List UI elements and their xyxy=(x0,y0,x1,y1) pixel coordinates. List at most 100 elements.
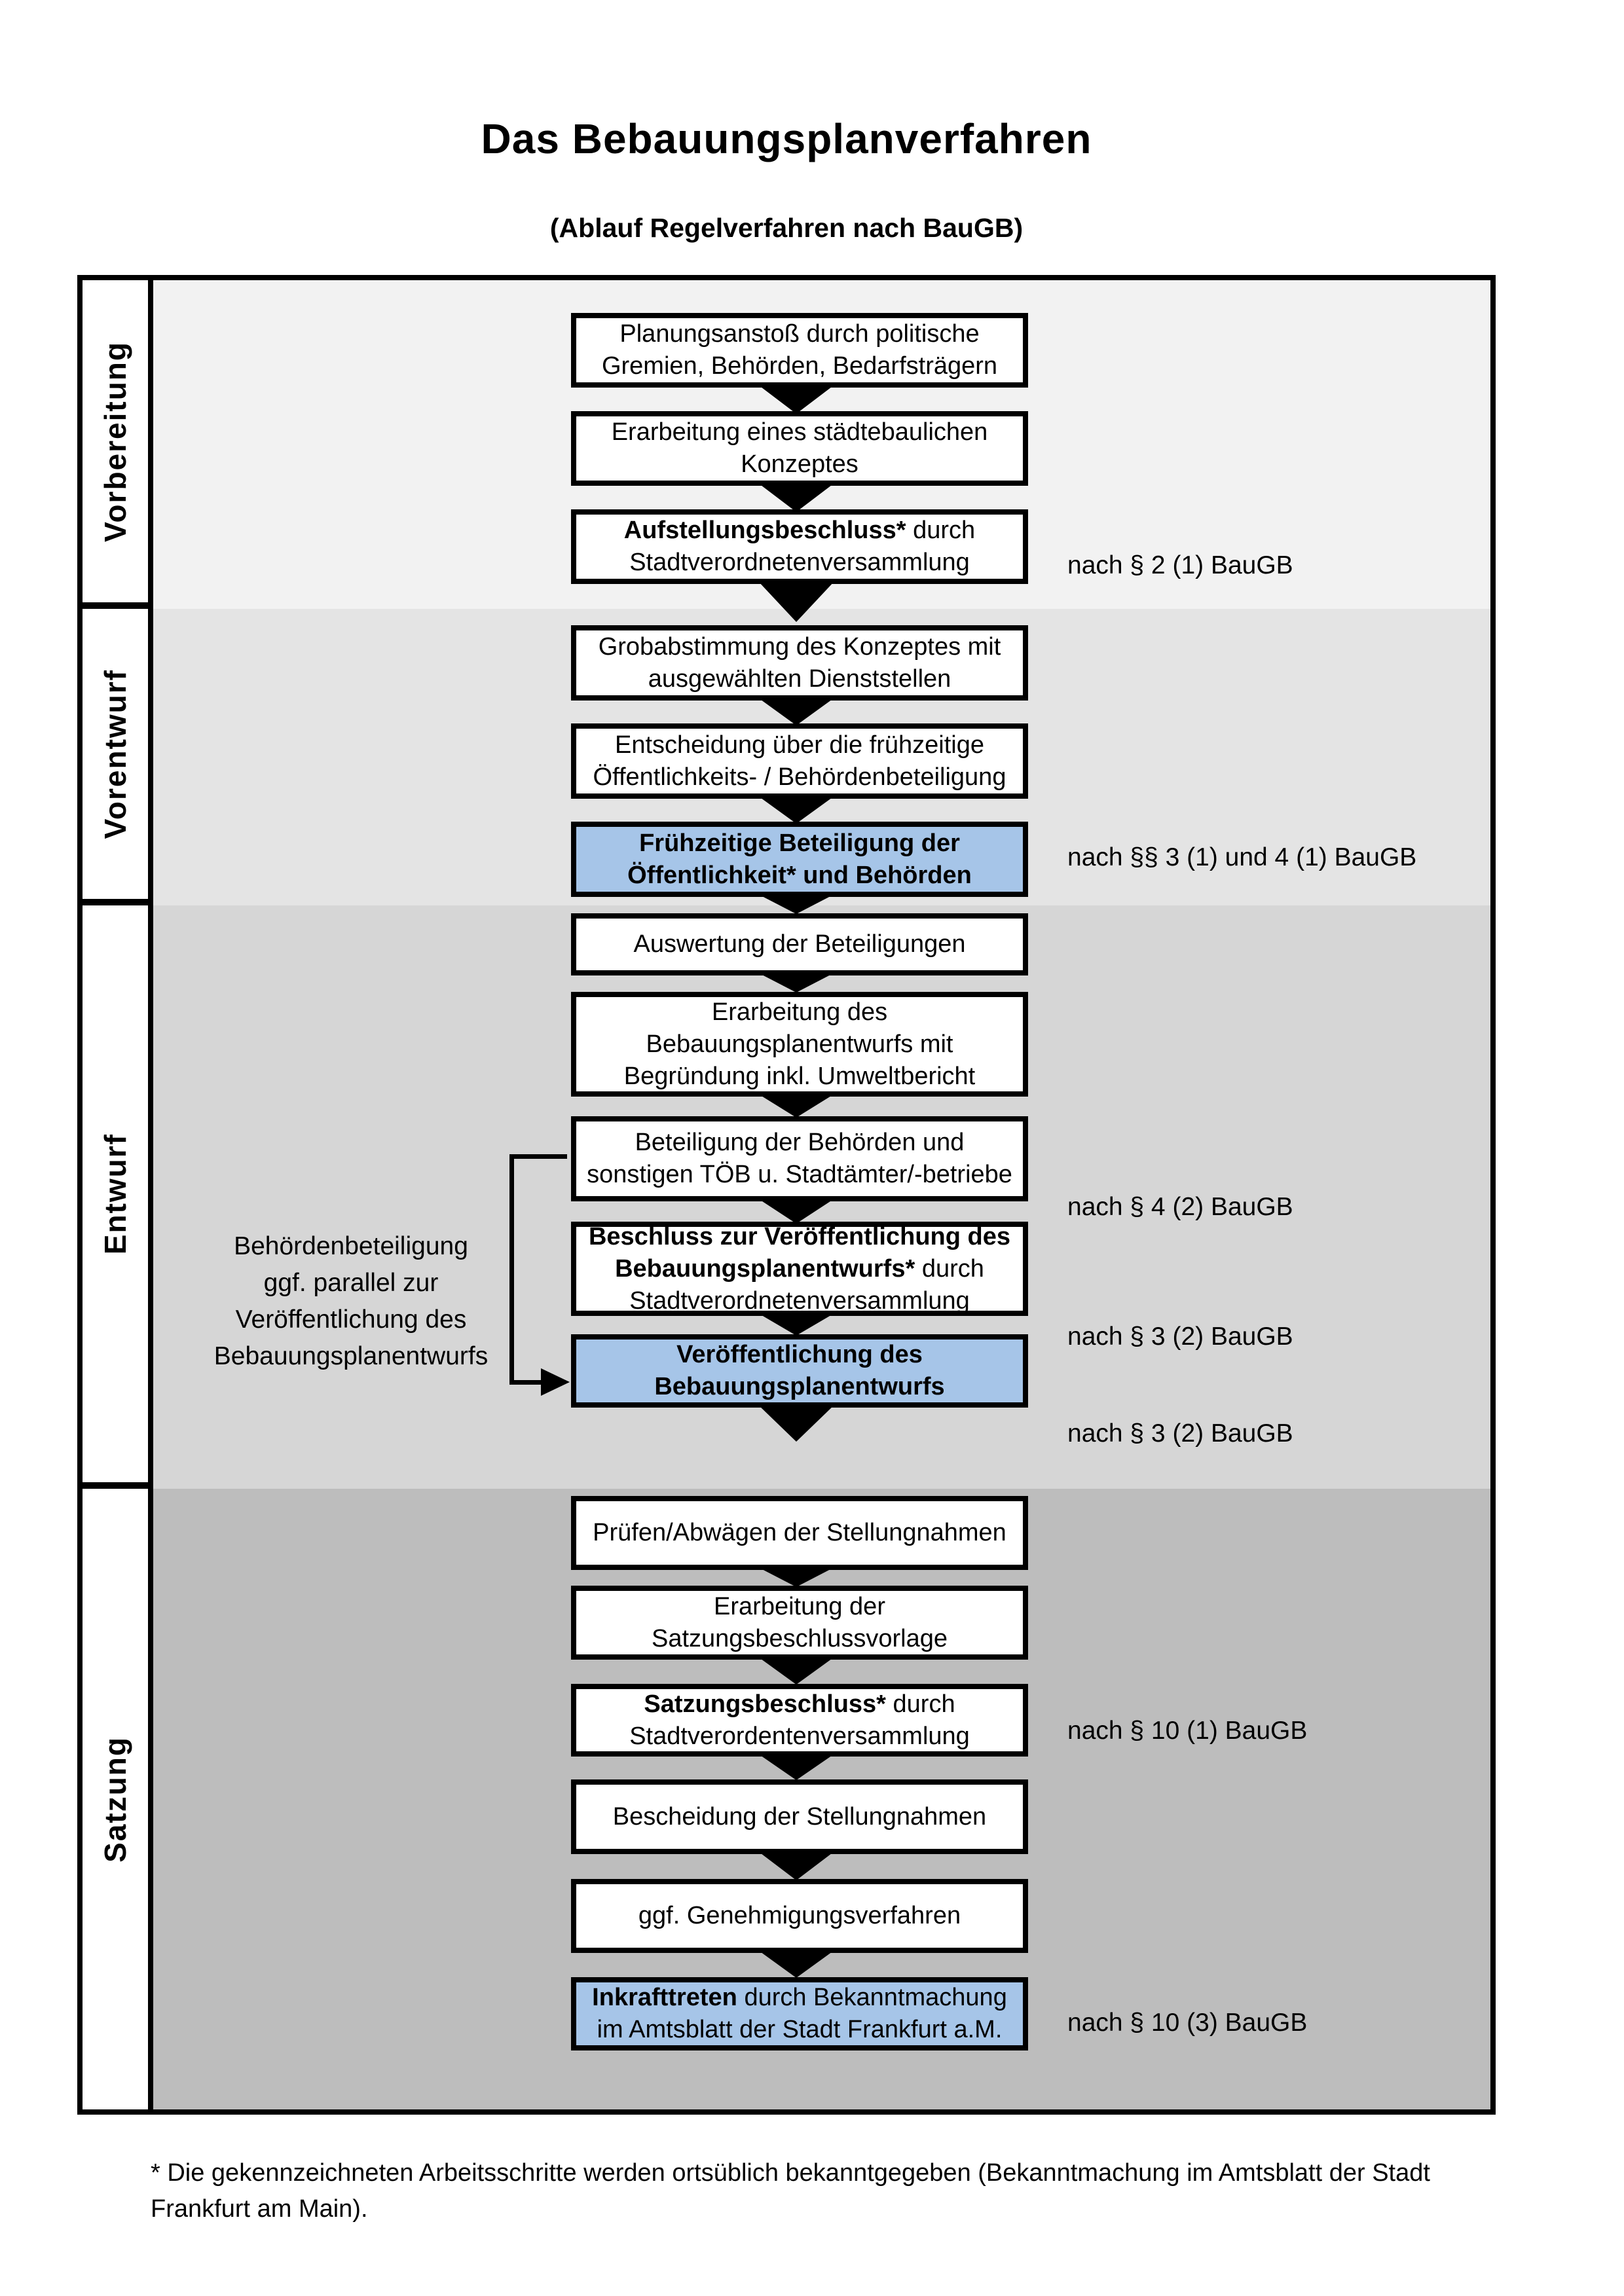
arrow-down-icon xyxy=(758,698,834,725)
flow-step-fruehzeitige-beteiligung: Frühzeitige Beteiligung der Öffentlichke… xyxy=(571,822,1028,897)
flow-step-inkrafttreten: Inkrafttreten durch Bekanntmachung im Am… xyxy=(571,1977,1028,2050)
step-line: Prüfen/Abwägen der Stellungnahmen xyxy=(593,1519,1006,1546)
step-line: Gremien, Behörden, Bedarfsträgern xyxy=(601,352,998,380)
side-note-line: Behördenbeteiligung xyxy=(234,1232,468,1260)
legal-ref-veroeffentlichung: nach § 3 (2) BauGB xyxy=(1067,1419,1293,1448)
arrow-down-icon xyxy=(758,796,834,824)
phase-label-entwurf: Entwurf xyxy=(98,1133,132,1255)
phase-cell-satzung: Satzung xyxy=(83,1489,148,2109)
arrow-right-icon xyxy=(541,1368,570,1396)
step-line-bold: Bebauungsplanentwurfs* xyxy=(615,1254,915,1283)
side-note-line: ggf. parallel zur xyxy=(263,1269,439,1297)
step-line: Inkrafttreten durch Bekanntmachung xyxy=(592,1982,1007,2014)
flowchart-frame: Vorbereitung Vorentwurf Entwurf Satzung … xyxy=(77,275,1496,2115)
legal-ref-behoerdenbeteiligung: nach § 4 (2) BauGB xyxy=(1067,1193,1293,1221)
arrow-down-icon xyxy=(758,483,834,512)
side-note-line: Veröffentlichung des xyxy=(235,1305,467,1334)
phase-label-vorentwurf: Vorentwurf xyxy=(98,668,132,839)
flow-step-veroeffentlichung: Veröffentlichung des Bebauungsplanentwur… xyxy=(571,1334,1028,1408)
step-line-rest: durch Bekanntmachung xyxy=(737,1984,1007,2011)
page-subtitle: (Ablauf Regelverfahren nach BauGB) xyxy=(549,213,1024,243)
step-line: Begründung inkl. Umweltbericht xyxy=(623,1062,976,1090)
step-line: Konzeptes xyxy=(741,450,858,478)
arrow-down-icon xyxy=(758,1754,834,1780)
step-line-bold: Beschluss zur Veröffentlichung des xyxy=(588,1222,1011,1250)
phase-label-column-border xyxy=(148,280,153,2109)
bracket-connector-vertical xyxy=(509,1154,514,1385)
step-line: Beteiligung der Behörden und xyxy=(635,1129,965,1156)
step-line-rest: durch xyxy=(885,1690,955,1718)
step-line: Entscheidung über die frühzeitige xyxy=(614,731,985,759)
arrow-down-icon xyxy=(758,1199,834,1224)
arrow-down-icon xyxy=(758,1405,834,1442)
step-line: Erarbeitung der xyxy=(714,1592,885,1620)
flow-step-behoerdenbeteiligung: Beteiligung der Behörden und sonstigen T… xyxy=(571,1116,1028,1201)
step-line-bold: Satzungsbeschluss* xyxy=(644,1690,886,1718)
step-line: Bebauungsplanentwurfs mit xyxy=(646,1030,953,1058)
step-line: Aufstellungsbeschluss* durch xyxy=(624,515,975,547)
step-line-rest: durch xyxy=(906,517,976,544)
step-line: Stadtverordentenversammlung xyxy=(629,1722,970,1750)
flow-step-grobabstimmung: Grobabstimmung des Konzeptes mit ausgewä… xyxy=(571,625,1028,701)
step-line: Satzungsbeschluss* durch xyxy=(644,1688,955,1721)
legal-ref-inkrafttreten: nach § 10 (3) BauGB xyxy=(1067,2009,1308,2037)
phase-cell-vorentwurf: Vorentwurf xyxy=(83,609,148,905)
arrow-down-icon xyxy=(758,894,834,914)
step-line: ausgewählten Dienststellen xyxy=(648,665,951,693)
flow-step-beschluss-veroeffentlichung: Beschluss zur Veröffentlichung des Bebau… xyxy=(571,1222,1028,1316)
step-line: Veröffentlichung des xyxy=(676,1341,923,1368)
flow-step-konzept: Erarbeitung eines städtebaulichen Konzep… xyxy=(571,411,1028,486)
step-line: Erarbeitung eines städtebaulichen xyxy=(611,418,988,446)
side-note-behoerdenbeteiligung: Behördenbeteiligung ggf. parallel zur Ve… xyxy=(187,1228,515,1375)
flow-step-genehmigung: ggf. Genehmigungsverfahren xyxy=(571,1879,1028,1953)
flow-step-entscheidung: Entscheidung über die frühzeitige Öffent… xyxy=(571,723,1028,799)
legal-ref-satzungsbeschluss: nach § 10 (1) BauGB xyxy=(1067,1717,1308,1745)
step-line: Bebauungsplanentwurfs xyxy=(654,1373,945,1400)
phase-label-column: Vorbereitung Vorentwurf Entwurf Satzung xyxy=(83,280,153,2109)
step-line: Öffentlichkeits- / Behördenbeteiligung xyxy=(593,763,1006,791)
flow-step-auswertung: Auswertung der Beteiligungen xyxy=(571,913,1028,975)
step-line: ggf. Genehmigungsverfahren xyxy=(638,1902,961,1929)
step-line: Grobabstimmung des Konzeptes mit xyxy=(598,632,1001,661)
step-line: im Amtsblatt der Stadt Frankfurt a.M. xyxy=(597,2016,1003,2043)
step-line: Öffentlichkeit* und Behörden xyxy=(627,861,972,889)
flow-step-satzungsvorlage: Erarbeitung der Satzungsbeschlussvorlage xyxy=(571,1586,1028,1660)
side-note-line: Bebauungsplanentwurfs xyxy=(213,1342,489,1370)
arrow-down-icon xyxy=(758,1851,834,1880)
arrow-down-icon xyxy=(758,1657,834,1685)
step-line: Stadtverordnetenversammlung xyxy=(629,1286,970,1315)
phase-label-satzung: Satzung xyxy=(98,1736,132,1863)
step-line: sonstigen TÖB u. Stadtämter/-betriebe xyxy=(587,1161,1012,1188)
arrow-down-icon xyxy=(758,1313,834,1336)
step-line-bold: Aufstellungsbeschluss* xyxy=(623,517,906,544)
arrow-down-icon xyxy=(758,1567,834,1587)
page-title: Das Bebauungsplanverfahren xyxy=(481,115,1092,162)
flow-step-pruefen: Prüfen/Abwägen der Stellungnahmen xyxy=(571,1496,1028,1570)
step-line: Satzungsbeschlussvorlage xyxy=(651,1624,948,1652)
step-line: Erarbeitung des xyxy=(711,998,888,1026)
legal-ref-fruehzeitige-beteiligung: nach §§ 3 (1) und 4 (1) BauGB xyxy=(1067,843,1417,871)
arrow-down-icon xyxy=(758,385,834,414)
phase-cell-vorbereitung: Vorbereitung xyxy=(83,280,148,609)
arrow-down-icon xyxy=(758,581,834,622)
footnote: * Die gekennzeichneten Arbeitsschritte w… xyxy=(151,2159,1430,2223)
step-line: Bescheidung der Stellungnahmen xyxy=(612,1802,987,1831)
step-line-bold: Inkrafttreten xyxy=(592,1984,737,2011)
phase-cell-entwurf: Entwurf xyxy=(83,905,148,1489)
step-line: Auswertung der Beteiligungen xyxy=(633,930,966,958)
flow-step-erarbeitung-entwurf: Erarbeitung des Bebauungsplanentwurfs mi… xyxy=(571,992,1028,1097)
bracket-connector-top xyxy=(509,1154,567,1159)
arrow-down-icon xyxy=(758,973,834,993)
arrow-down-icon xyxy=(758,1950,834,1978)
step-line: Frühzeitige Beteiligung der xyxy=(639,829,960,857)
flow-step-satzungsbeschluss: Satzungsbeschluss* durch Stadtverordente… xyxy=(571,1684,1028,1757)
flow-step-aufstellungsbeschluss: Aufstellungsbeschluss* durch Stadtverord… xyxy=(571,509,1028,584)
step-line-rest: durch xyxy=(915,1254,984,1283)
flow-step-bescheidung: Bescheidung der Stellungnahmen xyxy=(571,1779,1028,1854)
step-line: Stadtverordnetenversammlung xyxy=(629,549,970,576)
step-line: Planungsanstoß durch politische xyxy=(619,320,980,348)
bracket-connector-bottom xyxy=(509,1380,542,1385)
legal-ref-aufstellungsbeschluss: nach § 2 (1) BauGB xyxy=(1067,551,1293,579)
flow-step-planungsanstoss: Planungsanstoß durch politische Gremien,… xyxy=(571,313,1028,388)
